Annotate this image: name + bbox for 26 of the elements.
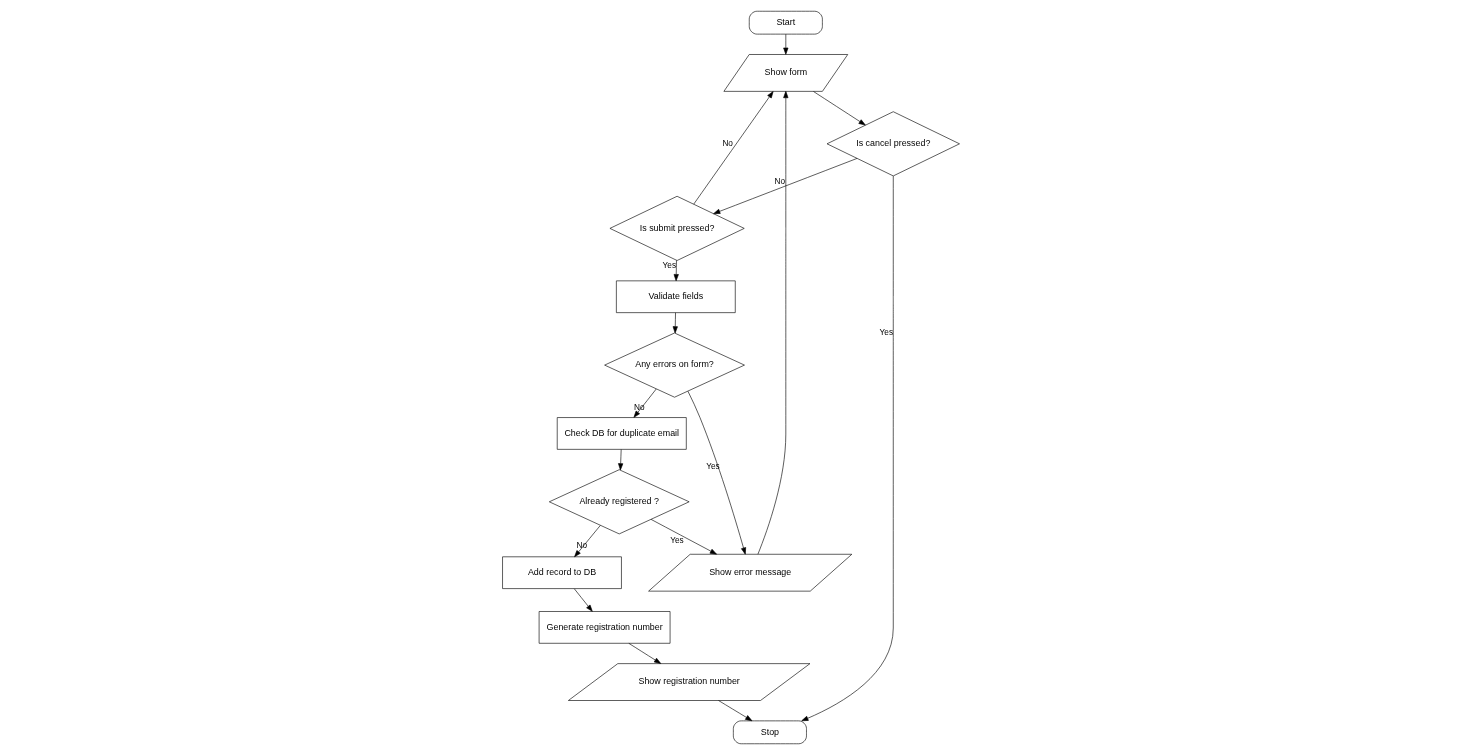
node-diamond: Is cancel pressed?	[826, 111, 960, 177]
node-diamond: Any errors on form?	[603, 332, 745, 398]
arrow	[633, 388, 657, 418]
arrow	[650, 519, 717, 555]
arrow	[628, 643, 661, 664]
arrow	[573, 525, 601, 558]
arrow	[712, 158, 857, 214]
arrow	[617, 449, 623, 471]
node-box: Generate registration number	[538, 611, 670, 644]
arrow	[573, 588, 593, 612]
arrow	[757, 91, 788, 555]
arrow	[782, 33, 788, 55]
arrow	[672, 312, 678, 334]
node-box: Check DB for duplicate email	[556, 417, 687, 450]
arrow	[692, 91, 773, 205]
node-box: Stop	[732, 720, 807, 745]
arrow	[717, 700, 752, 722]
arrow	[800, 175, 894, 722]
node-diamond: Is submit pressed?	[609, 195, 745, 261]
node-box: Validate fields	[615, 280, 736, 313]
node-box: Add record to DB	[501, 556, 622, 589]
arrow	[687, 390, 746, 555]
arrow	[812, 91, 866, 126]
arrow	[673, 260, 679, 282]
node-box: Start	[748, 10, 823, 35]
node-diamond: Already registered ?	[548, 469, 689, 535]
